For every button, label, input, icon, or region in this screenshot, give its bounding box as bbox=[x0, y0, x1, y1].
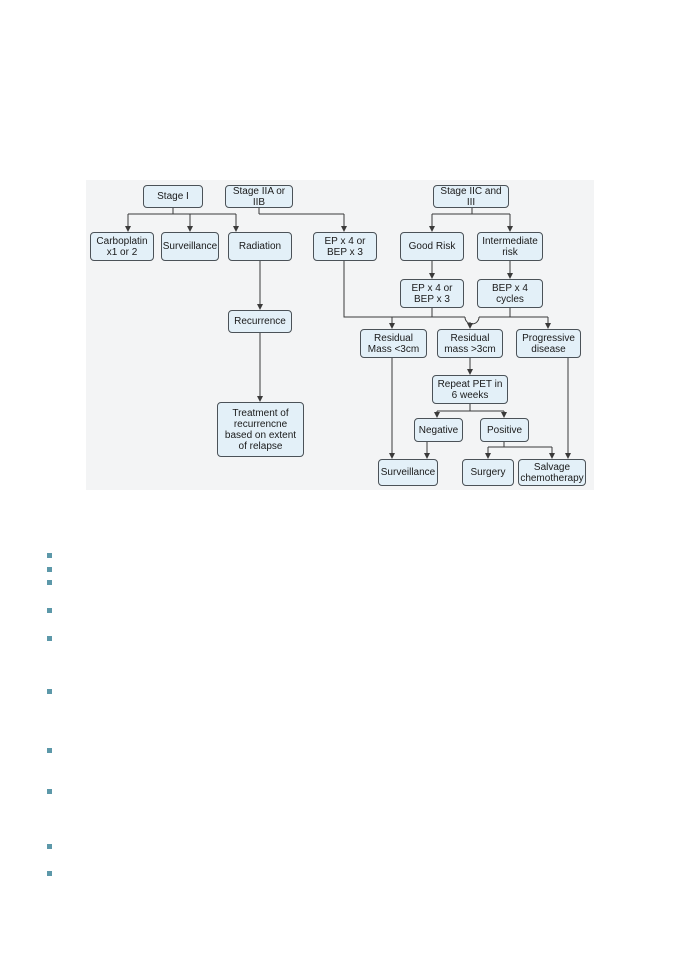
node-repeat-pet: Repeat PET in 6 weeks bbox=[432, 375, 508, 404]
connector-stage3 bbox=[432, 208, 510, 215]
node-ep-bep-2: EP x 4 or BEP x 3 bbox=[400, 279, 464, 308]
bullet-marker bbox=[47, 580, 52, 585]
node-salvage-chemotherapy: Salvage chemotherapy bbox=[518, 459, 586, 486]
node-carboplatin: Carboplatin x1 or 2 bbox=[90, 232, 154, 261]
node-treatment-of-recurrence: Treatment of recurrencne based on extent… bbox=[217, 402, 304, 457]
node-recurrence: Recurrence bbox=[228, 310, 292, 333]
bullet-marker bbox=[47, 844, 52, 849]
connector-stage2 bbox=[258, 208, 344, 215]
node-ep-bep-1: EP x 4 or BEP x 3 bbox=[313, 232, 377, 261]
node-surgery: Surgery bbox=[462, 459, 514, 486]
node-negative: Negative bbox=[414, 418, 463, 442]
node-residual-mass-small: Residual Mass <3cm bbox=[360, 329, 427, 358]
node-good-risk: Good Risk bbox=[400, 232, 464, 261]
bullet-marker bbox=[47, 871, 52, 876]
node-radiation: Radiation bbox=[228, 232, 292, 261]
bullet-marker bbox=[47, 553, 52, 558]
connector-stage1 bbox=[128, 208, 236, 215]
connector-pet-split bbox=[437, 404, 504, 412]
connector-ep-bep-1-merge bbox=[343, 261, 465, 318]
bullet-marker bbox=[47, 636, 52, 641]
node-stage-2c-3: Stage IIC and III bbox=[433, 185, 509, 208]
node-surveillance-2: Surveillance bbox=[378, 459, 438, 486]
bullet-marker bbox=[47, 567, 52, 572]
node-surveillance-1: Surveillance bbox=[161, 232, 219, 261]
node-residual-mass-large: Residual mass >3cm bbox=[437, 329, 503, 358]
node-bep-4-cycles: BEP x 4 cycles bbox=[477, 279, 543, 308]
bullet-marker bbox=[47, 789, 52, 794]
node-stage-1: Stage I bbox=[143, 185, 203, 208]
bullet-marker bbox=[47, 748, 52, 753]
node-progressive-disease: Progressive disease bbox=[516, 329, 581, 358]
connector-positive-split bbox=[488, 442, 552, 448]
bullet-marker bbox=[47, 608, 52, 613]
bullet-marker bbox=[47, 689, 52, 694]
connector-merge-junction bbox=[464, 316, 480, 325]
node-stage-2a-2b: Stage IIA or IIB bbox=[225, 185, 293, 208]
node-positive: Positive bbox=[480, 418, 529, 442]
node-intermediate-risk: Intermediate risk bbox=[477, 232, 543, 261]
